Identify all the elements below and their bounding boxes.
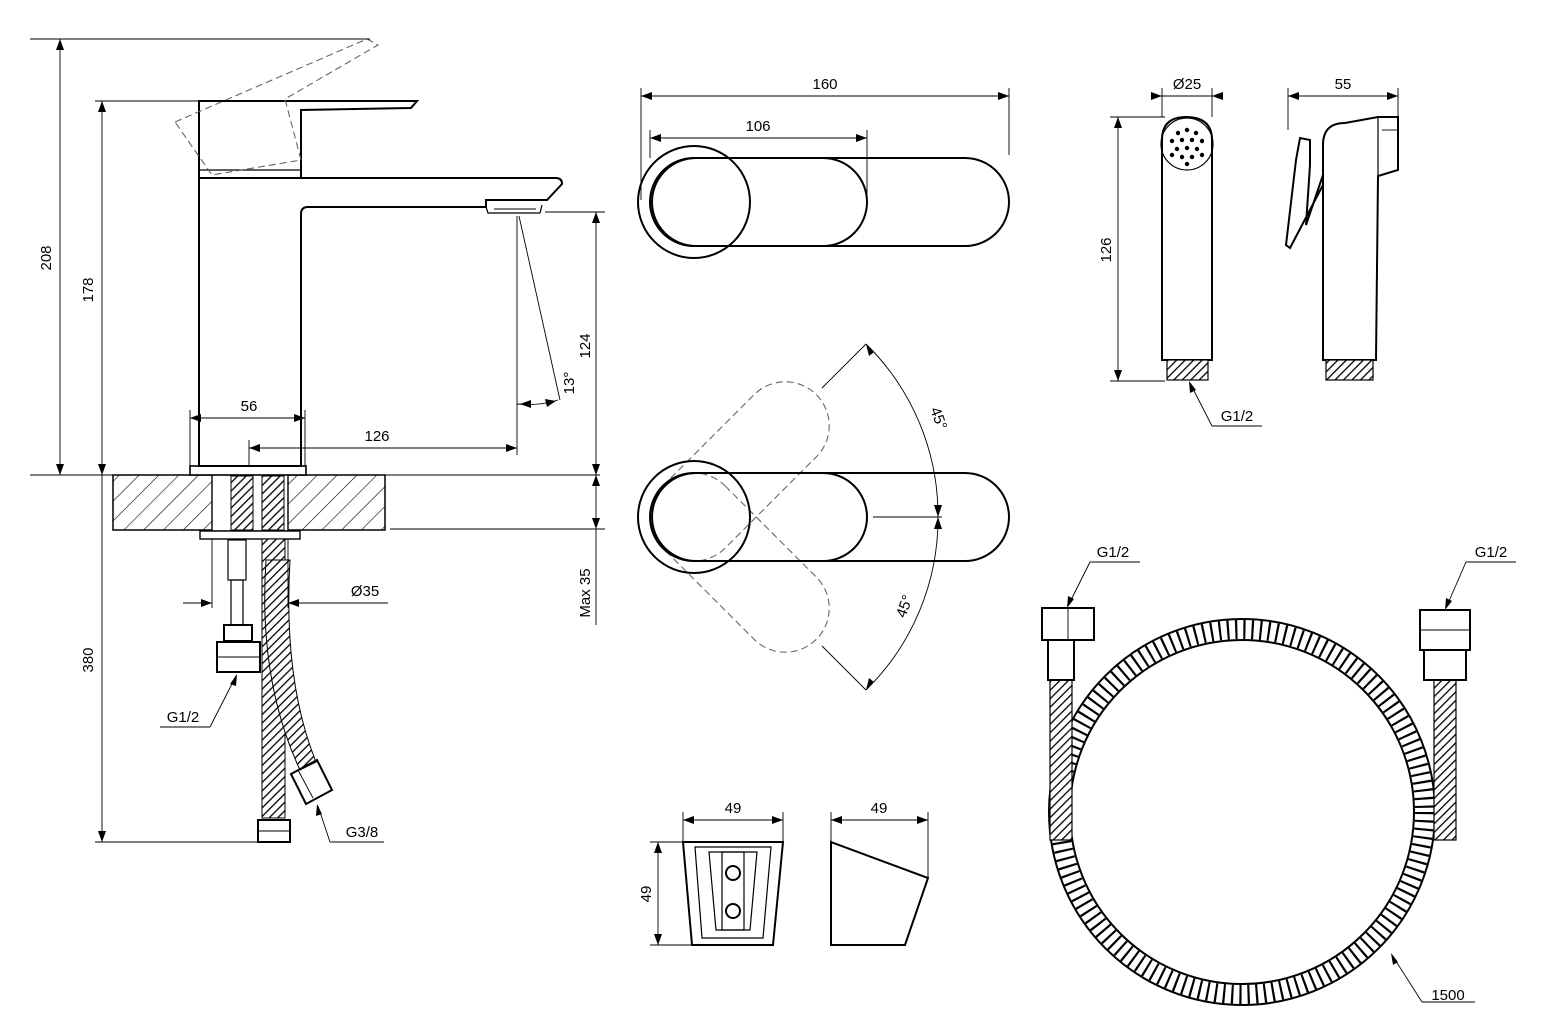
hose-ferrule-right [1423,649,1467,681]
nut-g38 [289,758,334,806]
holder-front: 49 49 [638,800,785,946]
dim-hole-diameter: Ø35 [351,583,379,600]
spout-rot [651,472,1010,562]
lever-top [649,157,868,247]
holder-body-side [830,840,930,946]
supply-hose-right [264,559,317,771]
base-rosette-rot [637,460,751,574]
mounting-washer [199,530,301,540]
dim-shower-length: 126 [1098,237,1115,262]
spout-top [651,157,1010,247]
hand-shower-side: 55 [1284,76,1399,381]
dim-holder-height: 49 [638,886,655,903]
nut-bottom [257,819,291,843]
hose-sleeve-right [1433,679,1457,841]
label-hose-connector-left: G1/2 [1097,544,1130,561]
arc-rotation-up [865,343,939,518]
label-connector-supply: G3/8 [346,824,379,841]
dim-spray-angle: 13° [561,372,578,395]
faucet-body [198,177,564,467]
shower-body-front [1161,115,1213,361]
holder-screw-bottom [725,903,741,919]
dim-hose-length: 1500 [1431,987,1464,1004]
holder-body-front [681,841,785,946]
hose-ferrule-left [1047,639,1075,681]
shower-body-side [1322,116,1399,361]
lever-open-ghost [174,38,380,176]
holder-screw-top [725,865,741,881]
spray-nozzles [1169,127,1205,167]
label-shower-thread: G1/2 [1221,408,1254,425]
hand-shower-front: Ø25 126 G1/2 [1098,76,1262,427]
holder-side: 49 [830,800,930,946]
shower-thread-side [1325,359,1374,381]
dim-rotation-up: 45° [926,405,950,432]
dim-holder-depth: 49 [871,800,888,817]
connector-stem [227,539,247,581]
faucet-rotation-view: 45° 45° [637,343,1010,691]
label-connector-outlet: G1/2 [167,709,200,726]
base-rosette-top [637,145,751,259]
connector-g12 [223,624,253,642]
dim-base-width: 56 [241,398,258,415]
dim-height-total: 208 [38,245,55,270]
dim-shower-diameter: Ø25 [1173,76,1201,93]
mounting-stud [230,475,254,531]
shower-head-face [1160,117,1214,171]
hose-coil-ribs [1050,620,1434,1004]
shower-thread-front [1166,359,1209,381]
hose-sleeve-left [1049,679,1073,841]
lever-rot [649,472,868,562]
shower-hose: G1/2 G1/2 1500 [1041,544,1516,1006]
hose-coil-outer [1048,618,1436,1006]
holder-plate [721,851,745,931]
faucet-base-plate [189,465,307,476]
label-hose-connector-right: G1/2 [1475,544,1508,561]
dim-shower-depth: 55 [1335,76,1352,93]
dim-max-deck: Max 35 [577,568,594,617]
dim-height-lever: 178 [80,277,97,302]
dim-hose-length: 380 [80,647,97,672]
dim-total-length: 160 [812,76,837,93]
dim-spout-reach: 126 [364,428,389,445]
dim-lever-length: 106 [745,118,770,135]
hose-coil-inner [1069,639,1415,985]
dim-spout-height: 124 [577,333,594,358]
hose-in-hole [261,475,285,531]
dim-rotation-down: 45° [893,593,917,620]
faucet-side-view: 208 178 124 13° 56 126 Ø3 [30,38,605,843]
shower-trigger [1284,136,1324,250]
dim-holder-width: 49 [725,800,742,817]
lever-closed [198,100,420,178]
arc-rotation-down [865,516,939,691]
faucet-top-view: 160 106 [637,76,1010,259]
aerator [485,204,543,214]
